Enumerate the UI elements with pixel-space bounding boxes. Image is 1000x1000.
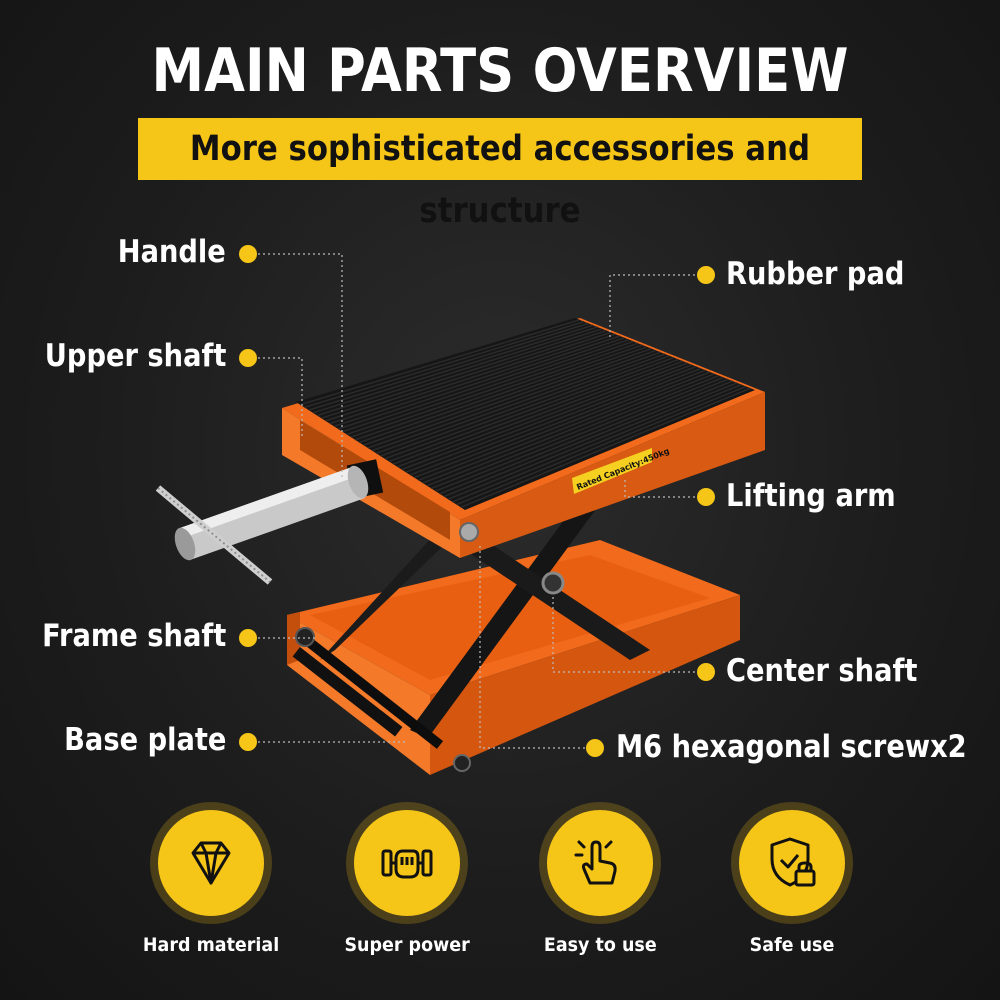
pad-rib <box>300 319 580 406</box>
pad-rib <box>384 355 670 460</box>
pad-rib <box>367 347 652 449</box>
pad-rib <box>342 337 625 433</box>
pad-rib <box>418 369 706 482</box>
feature-badge <box>354 810 460 916</box>
pad-rib <box>439 378 729 495</box>
pad-rib <box>397 360 684 468</box>
pad-rib <box>456 385 747 506</box>
frame-shaft <box>295 627 471 772</box>
feature-label: Safe use <box>749 934 835 956</box>
pad-rib <box>304 320 585 409</box>
pad-rib <box>363 346 648 446</box>
pad-rib <box>359 344 643 444</box>
marker-dot <box>586 739 604 757</box>
diamond-icon <box>191 841 231 885</box>
pad-rib <box>452 383 742 503</box>
pad-rib <box>430 374 720 490</box>
feature-badge <box>158 810 264 916</box>
handle <box>155 465 369 585</box>
label-rubber-pad: Rubber pad <box>726 256 905 292</box>
label-base-plate: Base plate <box>63 722 226 758</box>
pad-rib <box>401 362 688 471</box>
label-m6-screw: M6 hexagonal screwx2 <box>616 729 967 765</box>
feature-badge <box>739 810 845 916</box>
label-handle: Handle <box>117 234 226 270</box>
pad-rib <box>312 324 594 414</box>
feature-label: Super power <box>344 934 470 956</box>
pad-rib <box>422 371 711 484</box>
page-title: MAIN PARTS OVERVIEW <box>151 36 849 106</box>
pad-rib <box>460 387 751 508</box>
pad-rib <box>405 364 693 473</box>
pad-rib <box>316 326 598 417</box>
marker-dot <box>239 349 257 367</box>
pad-rib <box>371 349 657 452</box>
pointing-hand-icon <box>574 840 617 885</box>
subtitle-banner: More sophisticated accessories and struc… <box>138 118 862 231</box>
pad-rib <box>321 328 603 419</box>
pad-rib <box>338 335 621 430</box>
pad-rib <box>376 351 661 455</box>
feature-label: Easy to use <box>543 934 657 956</box>
marker-dot <box>239 629 257 647</box>
lifting-arm <box>292 482 650 738</box>
marker-dot <box>697 266 715 284</box>
pad-rib <box>388 356 675 463</box>
pad-rib <box>354 342 639 441</box>
marker-dot <box>239 245 257 263</box>
pad-rib <box>329 331 612 425</box>
pad-rib <box>333 333 616 428</box>
pad-rib <box>325 329 607 422</box>
marker-dot <box>697 663 715 681</box>
feature-badge <box>547 810 653 916</box>
pad-rib <box>380 353 666 457</box>
center-shaft <box>541 571 565 595</box>
pad-rib <box>308 322 589 411</box>
shield-lock-icon <box>770 837 816 887</box>
label-frame-shaft: Frame shaft <box>41 618 226 654</box>
pad-rib <box>443 380 733 498</box>
marker-dot <box>239 733 257 751</box>
label-lifting-arm: Lifting arm <box>726 478 896 514</box>
pad-rib <box>409 365 697 476</box>
rubber-pad <box>296 318 755 510</box>
pad-rib <box>447 382 738 500</box>
m6-screw <box>459 522 479 542</box>
label-upper-shaft: Upper shaft <box>44 338 226 374</box>
pad-rib <box>414 367 702 479</box>
pad-rib <box>346 338 630 436</box>
pad-rib <box>435 376 724 492</box>
label-center-shaft: Center shaft <box>726 653 918 689</box>
feature-label: Hard material <box>142 934 280 956</box>
pad-rib <box>426 373 715 487</box>
marker-dot <box>697 488 715 506</box>
pad-rib <box>392 358 679 465</box>
pad-rib <box>350 340 634 438</box>
leader-lines <box>248 253 705 749</box>
dumbbell-icon <box>381 849 433 879</box>
